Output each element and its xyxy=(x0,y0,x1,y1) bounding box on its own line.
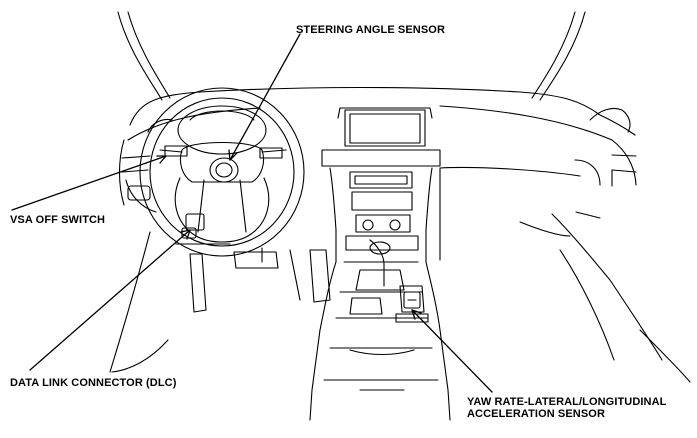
callout-leaders xyxy=(11,33,493,393)
arrowhead-vsa-off xyxy=(156,155,167,164)
center-console xyxy=(309,239,451,421)
steering-wheel xyxy=(139,87,305,257)
left-dash-panel xyxy=(125,118,173,213)
leader-vsa-off xyxy=(11,155,167,211)
steering-angle-sensor-label: STEERING ANGLE SENSOR xyxy=(296,24,445,36)
right-dash-panel xyxy=(439,166,691,383)
data-link-connector-label: DATA LINK CONNECTOR (DLC) xyxy=(10,377,177,389)
center-stack xyxy=(321,107,441,263)
leader-dlc xyxy=(29,229,191,371)
arrowhead-dlc xyxy=(180,229,191,240)
leader-steering-angle xyxy=(229,33,301,161)
leader-yaw-rate xyxy=(411,309,493,393)
lower-dash-switches xyxy=(175,213,231,245)
yaw-rate-label-line2: ACCELERATION SENSOR xyxy=(467,408,605,420)
pedals-floor xyxy=(109,231,331,373)
yaw-rate-label-line1: YAW RATE-LATERAL/LONGITUDINAL xyxy=(467,396,667,408)
vsa-off-switch-label: VSA OFF SWITCH xyxy=(10,214,106,226)
arrowhead-yaw-rate xyxy=(411,309,422,320)
windshield-pillars xyxy=(117,11,586,101)
arrowhead-steering-angle xyxy=(228,149,238,161)
yaw-rate-sensor-label: YAW RATE-LATERAL/LONGITUDINAL ACCELERATI… xyxy=(467,396,666,420)
